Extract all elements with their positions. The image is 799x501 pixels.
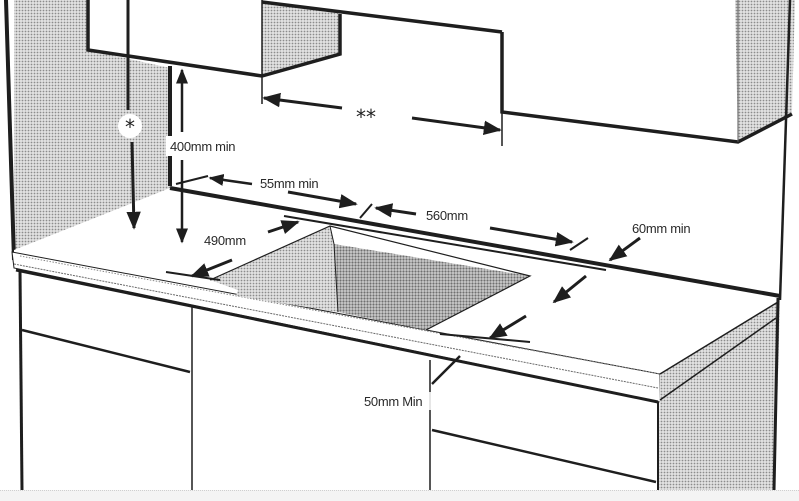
left-upper-cabinet	[86, 0, 503, 146]
label-cutout-depth: 490mm	[204, 233, 246, 248]
label-rear-clearance: 55mm min	[260, 176, 318, 191]
label-front-clearance: 50mm Min	[364, 394, 422, 409]
label-wall-cabinet-clearance: 400mm min	[170, 139, 235, 154]
dimension-labels: * ** 400mm min 55mm min 560mm 490mm 60mm…	[118, 105, 691, 410]
image-bottom-border	[0, 490, 799, 501]
right-upper-cabinet	[500, 0, 795, 301]
base-cabinets	[18, 269, 659, 491]
note-double-asterisk: **	[356, 105, 376, 129]
dimension-lines	[126, 0, 641, 385]
label-cutout-width: 560mm	[426, 208, 468, 223]
hob-cutout	[209, 225, 532, 331]
label-side-clearance: 60mm min	[632, 221, 690, 236]
asterisk-note-bg	[118, 114, 142, 138]
note-single-asterisk: *	[125, 115, 135, 139]
